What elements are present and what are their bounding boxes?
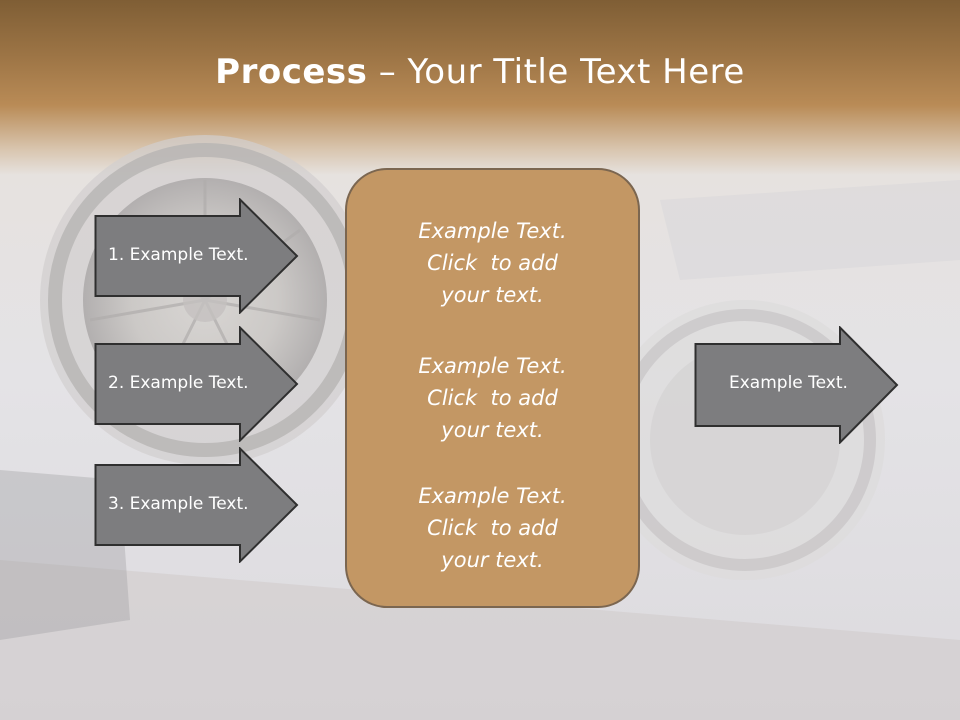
center-text-block-2[interactable]: Example Text. Click to add your text. bbox=[347, 350, 638, 446]
center-text-block-3[interactable]: Example Text. Click to add your text. bbox=[347, 480, 638, 576]
block-line: Click to add bbox=[427, 516, 558, 540]
arrow-label-right: Example Text. bbox=[729, 373, 848, 393]
block-line: Click to add bbox=[427, 386, 558, 410]
arrow-label-1: 1. Example Text. bbox=[108, 245, 249, 265]
arrow-shape-1[interactable] bbox=[94, 198, 300, 314]
arrow-shape-right[interactable] bbox=[694, 326, 900, 444]
title-bold: Process bbox=[215, 52, 368, 92]
block-line: your text. bbox=[441, 283, 544, 307]
title-dash: – bbox=[367, 52, 408, 92]
arrow-shape-3[interactable] bbox=[94, 447, 300, 563]
block-line: Example Text. bbox=[418, 219, 567, 243]
block-line: Click to add bbox=[427, 251, 558, 275]
center-text-box[interactable]: Example Text. Click to add your text. Ex… bbox=[345, 168, 640, 608]
center-text-block-1[interactable]: Example Text. Click to add your text. bbox=[347, 215, 638, 311]
block-line: your text. bbox=[441, 548, 544, 572]
slide-title[interactable]: Process – Your Title Text Here bbox=[0, 52, 960, 92]
block-line: your text. bbox=[441, 418, 544, 442]
block-line: Example Text. bbox=[418, 354, 567, 378]
arrow-shape-2[interactable] bbox=[94, 326, 300, 442]
title-rest: Your Title Text Here bbox=[407, 52, 745, 92]
arrow-label-2: 2. Example Text. bbox=[108, 373, 249, 393]
arrow-label-3: 3. Example Text. bbox=[108, 494, 249, 514]
block-line: Example Text. bbox=[418, 484, 567, 508]
